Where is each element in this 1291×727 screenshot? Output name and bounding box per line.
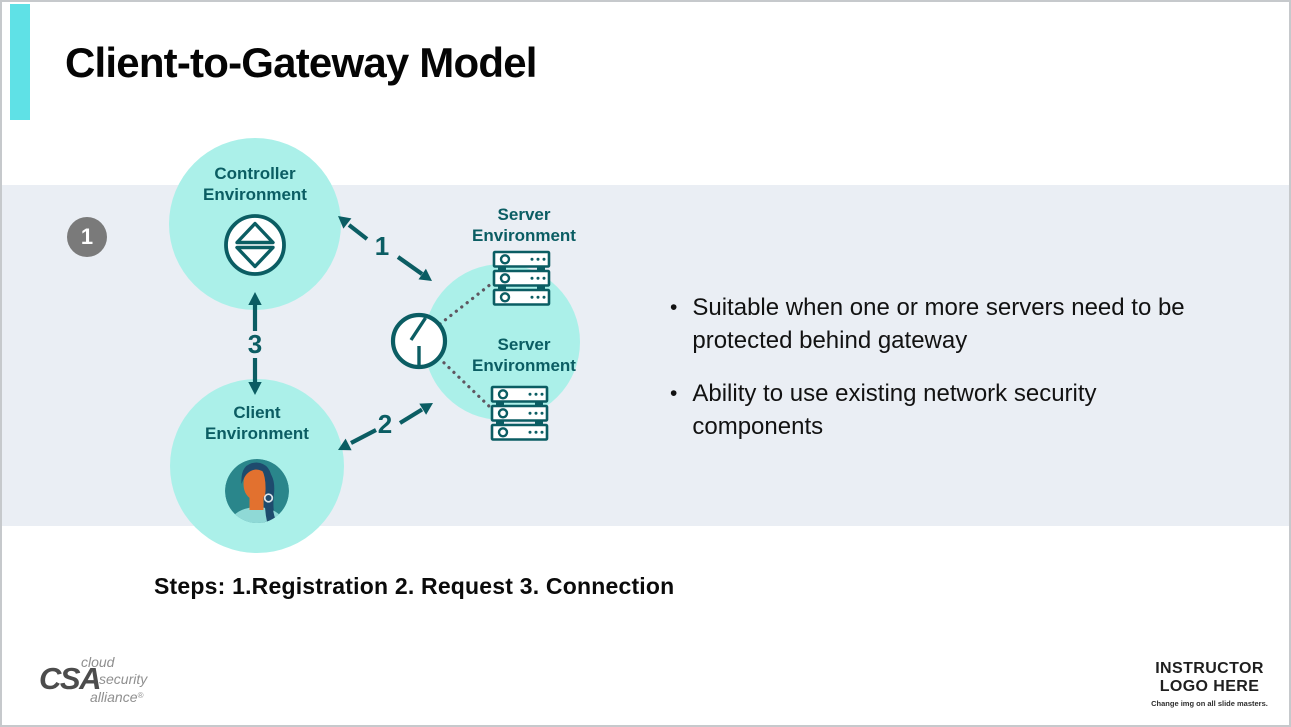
- slide-step-number-badge: 1: [67, 217, 107, 257]
- bullet-item: • Suitable when one or more servers need…: [670, 291, 1226, 357]
- bullet-text: Suitable when one or more servers need t…: [692, 294, 1185, 354]
- controller-label-line1: Controller: [214, 164, 296, 183]
- client-environment-label: Client Environment: [172, 402, 342, 444]
- server-bottom-label-line2: Environment: [472, 356, 576, 375]
- client-label-line2: Environment: [205, 424, 309, 443]
- controller-label-line2: Environment: [203, 185, 307, 204]
- bullet-dot: •: [670, 296, 678, 319]
- arrow-label-connection: 3: [247, 329, 263, 359]
- arrow-label-request: 2: [377, 409, 393, 439]
- arrow-label-registration: 1: [374, 231, 390, 261]
- csa-logo-word-cloud: cloud: [81, 654, 115, 670]
- server-environment-bottom-label: Server Environment: [439, 334, 609, 376]
- instructor-logo-line2: LOGO HERE: [1159, 678, 1260, 695]
- bullet-dot: •: [670, 382, 678, 405]
- csa-logo-word-alliance-text: alliance: [90, 689, 138, 705]
- steps-caption: Steps: 1.Registration 2. Request 3. Conn…: [154, 573, 675, 599]
- csa-logo-word-alliance: alliance®: [90, 689, 143, 704]
- csa-logo-word-security: security: [99, 671, 148, 687]
- bullet-list: • Suitable when one or more servers need…: [670, 291, 1226, 463]
- csa-logo-abbr: CSA: [39, 661, 101, 696]
- client-label-line1: Client: [233, 403, 281, 422]
- controller-environment-label: Controller Environment: [170, 163, 340, 205]
- server-bottom-label-line1: Server: [497, 335, 551, 354]
- server-environment-top-label: Server Environment: [439, 204, 609, 246]
- server-top-label-line2: Environment: [472, 226, 576, 245]
- server-top-label-line1: Server: [497, 205, 551, 224]
- bullet-text: Ability to use existing network security…: [692, 380, 1097, 440]
- instructor-logo-caption: Change img on all slide masters.: [1151, 699, 1268, 708]
- bullet-item: • Ability to use existing network securi…: [670, 377, 1226, 443]
- instructor-logo-line1: INSTRUCTOR: [1155, 660, 1264, 677]
- registered-trademark-symbol: ®: [137, 691, 144, 700]
- instructor-logo-placeholder: INSTRUCTOR LOGO HERE Change img on all s…: [1127, 660, 1289, 708]
- title-accent-bar: [10, 4, 30, 120]
- page-title: Client-to-Gateway Model: [65, 39, 537, 86]
